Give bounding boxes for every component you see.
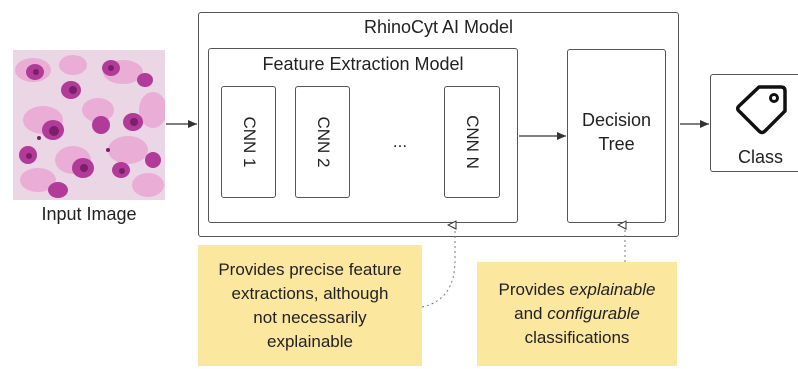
decision-tree-box [567, 49, 666, 223]
tag-icon [735, 84, 789, 136]
emphasis-explainable: explainable [569, 280, 656, 299]
cell-micrograph [13, 50, 165, 200]
class-label: Class [737, 147, 783, 167]
cnn-label: CNN N [463, 115, 482, 169]
cnn-ellipsis: ... [392, 132, 408, 151]
cnn-label: CNN 2 [313, 116, 333, 168]
feature-note-line: Provides precise feature [218, 259, 402, 279]
feature-note-line: not necessarily [253, 307, 367, 327]
tree-note-line: classifications [524, 328, 630, 347]
cnn-label: CNN 1 [239, 116, 259, 168]
decision-tree-label-2: Tree [598, 134, 635, 154]
feature-note-connector [421, 225, 455, 308]
input-image-caption: Input Image [41, 204, 137, 224]
emphasis-configurable: configurable [547, 304, 640, 323]
model-title: RhinoCyt AI Model [363, 17, 514, 37]
tree-note-line: and configurable [514, 304, 640, 323]
input-image [13, 50, 165, 200]
tree-note-line: Provides explainable [498, 280, 656, 299]
decision-tree-label-1: Decision [581, 110, 652, 130]
feature-extraction-title: Feature Extraction Model [262, 54, 464, 74]
cnn-box-n: CNN N [444, 86, 500, 198]
tree-note: Provides explainable and configurable cl… [477, 262, 677, 366]
feature-note-line: explainable [266, 331, 353, 351]
cnn-box-2: CNN 2 [295, 86, 350, 198]
cnn-box-1: CNN 1 [221, 86, 276, 198]
feature-note: Provides precise feature extractions, al… [198, 245, 422, 366]
feature-note-line: extractions, although [231, 283, 389, 303]
